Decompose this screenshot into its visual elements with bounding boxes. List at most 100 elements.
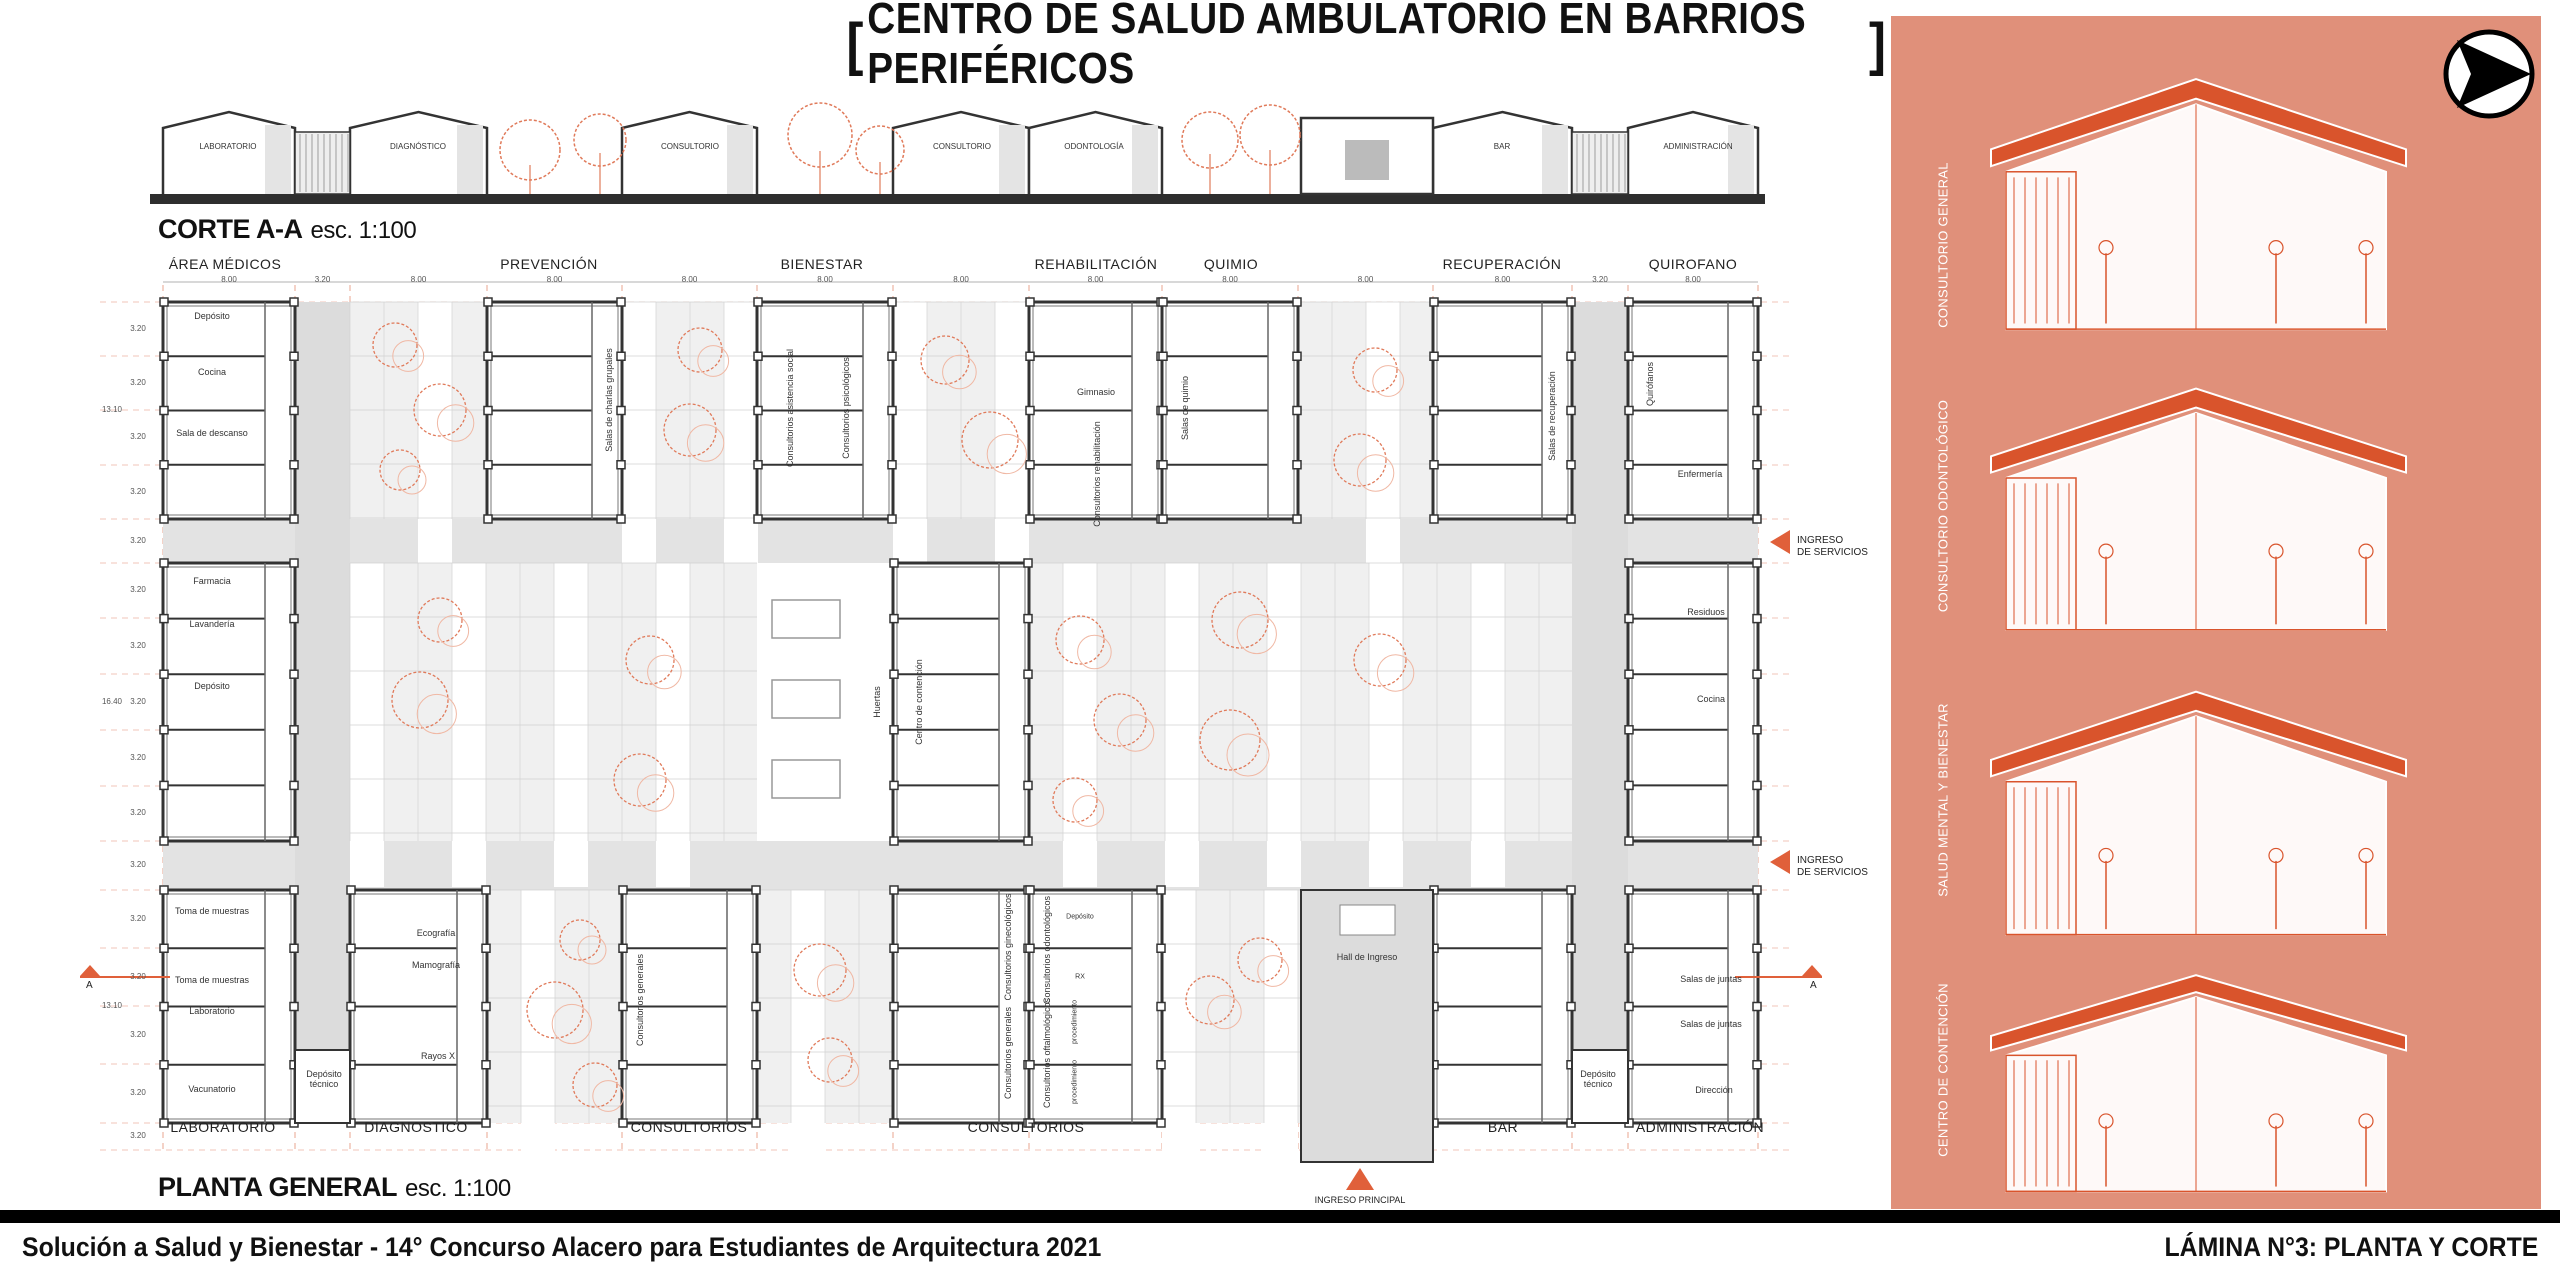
- tree-icon: [392, 340, 425, 372]
- corridor: [163, 841, 1758, 890]
- column: [1025, 1001, 1035, 1012]
- column: [481, 1001, 491, 1012]
- courtyard-tile: [452, 725, 486, 779]
- column: [1292, 514, 1302, 524]
- tree-icon: [397, 465, 427, 495]
- column: [289, 613, 299, 624]
- tree-icon: [1372, 365, 1405, 397]
- column: [289, 297, 299, 307]
- tree-icon: [1226, 733, 1270, 777]
- room-label: Salas de quimio: [1180, 375, 1190, 441]
- courtyard-tile: [521, 1052, 555, 1106]
- room-label: RX: [1075, 973, 1085, 981]
- courtyard-tile: [350, 617, 384, 671]
- column: [889, 1001, 899, 1012]
- tree-icon: [577, 935, 607, 965]
- courtyard-tile: [1267, 563, 1301, 617]
- section-cut-marker-icon: [80, 965, 100, 976]
- column: [1292, 460, 1302, 470]
- section-wall-fill: [999, 125, 1025, 194]
- dimension-label: 3.20: [130, 753, 146, 762]
- courtyard-tile: [791, 1106, 825, 1160]
- column: [751, 1060, 761, 1070]
- plan-heading-text: PLANTA GENERAL: [158, 1172, 398, 1202]
- room-label: Consultorios generales: [635, 953, 645, 1047]
- dimension-label: 3.20: [130, 487, 146, 496]
- zone-label: CONSULTORIOS: [967, 1119, 1085, 1135]
- column: [751, 885, 761, 895]
- column: [616, 460, 626, 470]
- room-label: Farmacia: [193, 576, 231, 586]
- section-marker-label: A: [1810, 980, 1817, 991]
- courtyard-tile: [1162, 944, 1196, 998]
- column: [1158, 297, 1168, 307]
- dimension-label: 8.00: [1685, 275, 1701, 284]
- column: [159, 836, 169, 846]
- column: [1429, 351, 1439, 361]
- tree-icon: [1116, 714, 1155, 752]
- courtyard: [1298, 302, 1433, 519]
- dimension-label: 8.00: [1222, 275, 1238, 284]
- dimension-total-label: 13.10: [101, 405, 123, 414]
- ingreso-servicios-arrow-icon: [1770, 530, 1790, 554]
- tree-icon: [1211, 591, 1269, 649]
- tree-icon: [417, 597, 463, 643]
- column: [1566, 351, 1576, 361]
- perspective-label: CONSULTORIO GENERAL: [1935, 162, 1951, 328]
- column: [1752, 836, 1762, 846]
- section-wall-fill: [457, 125, 483, 194]
- zone-label: QUIROFANO: [1648, 256, 1738, 272]
- courtyard-tile: [1165, 563, 1199, 617]
- courtyard-tile: [1471, 779, 1505, 833]
- tree-icon: [1072, 795, 1105, 827]
- column: [1429, 297, 1439, 307]
- plan-scale: esc. 1:100: [405, 1175, 511, 1202]
- courtyard-tile: [995, 356, 1029, 410]
- room-label: Depósito: [194, 681, 230, 691]
- courtyard-tile: [1369, 779, 1403, 833]
- column: [1624, 780, 1634, 791]
- column: [1752, 885, 1762, 895]
- ingreso-principal-label: INGRESO PRINCIPAL: [1314, 1195, 1406, 1205]
- courtyard-tile: [791, 890, 825, 944]
- section-room-label: ADMINISTRACIÓN: [1663, 142, 1733, 151]
- zone-label: DIAGNOSTICO: [364, 1119, 468, 1135]
- courtyard-tile: [656, 617, 690, 671]
- perspective-roof: [1990, 690, 2407, 778]
- column: [1566, 405, 1576, 416]
- tree-icon: [677, 327, 723, 373]
- dimension-label: 3.20: [130, 641, 146, 650]
- tree-icon: [1052, 777, 1098, 823]
- courtyard-tile: [893, 302, 927, 356]
- room-label: Dirección: [1695, 1085, 1733, 1095]
- column: [1752, 297, 1762, 307]
- column: [289, 514, 299, 524]
- column: [159, 885, 169, 895]
- section-wall-fill: [1728, 125, 1754, 194]
- section-room-label: DIAGNÓSTICO: [389, 142, 447, 151]
- courtyard-tile: [452, 563, 486, 617]
- room-label: Salas de recuperación: [1547, 371, 1557, 461]
- tree-icon: [1353, 633, 1407, 687]
- column: [1752, 1060, 1762, 1070]
- column: [753, 297, 763, 307]
- courtyard-tile: [554, 671, 588, 725]
- column: [289, 725, 299, 735]
- dimension-total-label: 13.10: [101, 1001, 123, 1010]
- courtyard-tile: [1162, 998, 1196, 1052]
- courtyard-tile: [1165, 617, 1199, 671]
- architectural-drawing: [80, 102, 1822, 1190]
- column: [751, 943, 761, 953]
- column: [1752, 1118, 1762, 1128]
- column: [1752, 514, 1762, 524]
- column: [1752, 780, 1762, 791]
- courtyard-tile: [893, 464, 927, 518]
- column: [1158, 460, 1168, 470]
- column: [616, 351, 626, 361]
- plan-heading: PLANTA GENERAL esc. 1:100: [158, 1172, 511, 1203]
- column: [1624, 1001, 1634, 1012]
- courtyard-tile: [1162, 1052, 1196, 1106]
- room-label: Consultorios asistencia social: [785, 348, 795, 468]
- courtyard-tile: [1267, 617, 1301, 671]
